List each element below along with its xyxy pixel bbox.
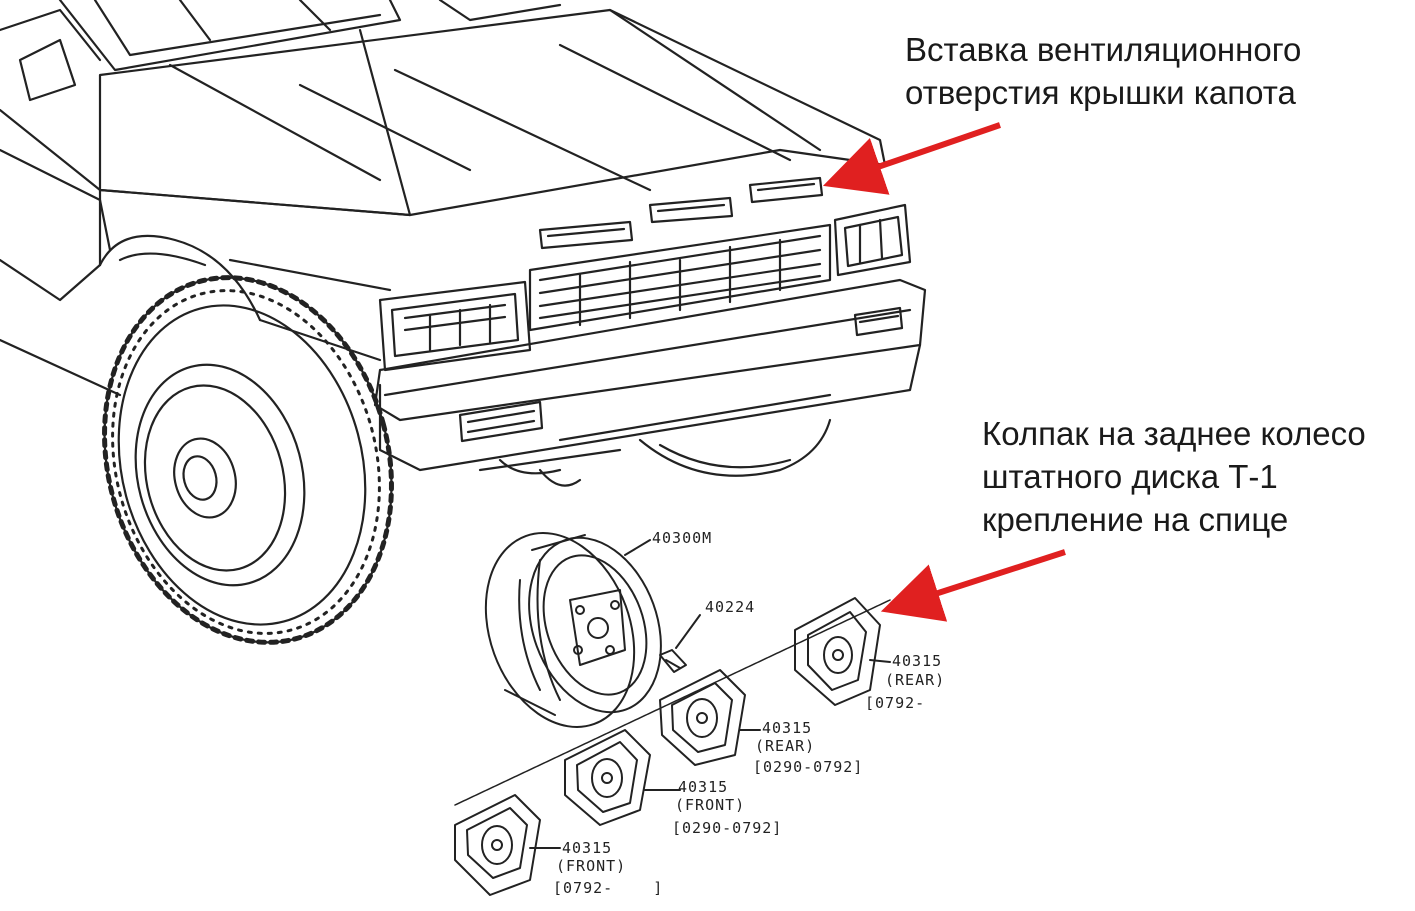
label-nut: 40224 — [705, 598, 755, 616]
label-cap-front-old-number: 40315 — [678, 778, 728, 796]
label-cap-rear-old-range: [0290-0792] — [753, 758, 863, 776]
label-cap-front-new-number: 40315 — [562, 839, 612, 857]
hood-vent-callout: Вставка вентиляционного отверстия крышки… — [905, 28, 1301, 114]
part-number-labels: 40300M 40224 40315 (REAR) [0792- 40315 (… — [553, 529, 945, 897]
front-bumper — [373, 278, 927, 472]
assembly-axis — [454, 599, 891, 806]
headlight-right — [833, 203, 912, 277]
hubcap-front-new — [454, 794, 561, 896]
label-cap-rear-new-number: 40315 — [892, 652, 942, 670]
label-cap-front-old-range: [0290-0792] — [672, 819, 782, 837]
hub-nut — [659, 614, 701, 673]
label-cap-rear-new-position: (REAR) — [885, 671, 945, 689]
hood-vents — [538, 176, 824, 250]
hubcap-front-old — [564, 729, 681, 826]
label-cap-front-old-position: (FRONT) — [675, 796, 745, 814]
hubcap-rear-old — [659, 669, 761, 766]
steel-rim — [484, 532, 662, 728]
rear-hubcap-callout-line3: крепление на спице — [982, 501, 1289, 538]
truck-illustration — [0, 0, 927, 645]
front-fender — [0, 108, 412, 397]
hubcap-rear-new — [794, 597, 891, 706]
rear-hubcap-callout-line1: Колпак на заднее колесо — [982, 415, 1366, 452]
front-wheel — [102, 275, 394, 645]
label-cap-rear-old-position: (REAR) — [755, 737, 815, 755]
label-cap-rear-new-range: [0792- — [865, 694, 925, 712]
underbody — [478, 418, 832, 487]
hood-vent-callout-line1: Вставка вентиляционного — [905, 31, 1302, 68]
leader-rim — [624, 539, 651, 556]
label-cap-rear-old-number: 40315 — [762, 719, 812, 737]
hood-vent-arrow — [822, 122, 1001, 195]
wheel-parts-exploded-view — [454, 532, 891, 896]
hood-vent-callout-line2: отверстия крышки капота — [905, 74, 1296, 111]
label-rim: 40300M — [652, 529, 712, 547]
label-cap-front-new-position: (FRONT) — [556, 857, 626, 875]
rear-hubcap-callout-line2: штатного диска Т-1 — [982, 458, 1278, 495]
windshield — [0, 0, 562, 102]
rear-hubcap-arrow — [880, 549, 1066, 622]
grille — [528, 223, 832, 332]
label-cap-front-new-range: [0792- ] — [553, 879, 663, 897]
headlight-left — [378, 280, 532, 372]
rear-hubcap-callout: Колпак на заднее колесо штатного диска Т… — [982, 412, 1366, 541]
